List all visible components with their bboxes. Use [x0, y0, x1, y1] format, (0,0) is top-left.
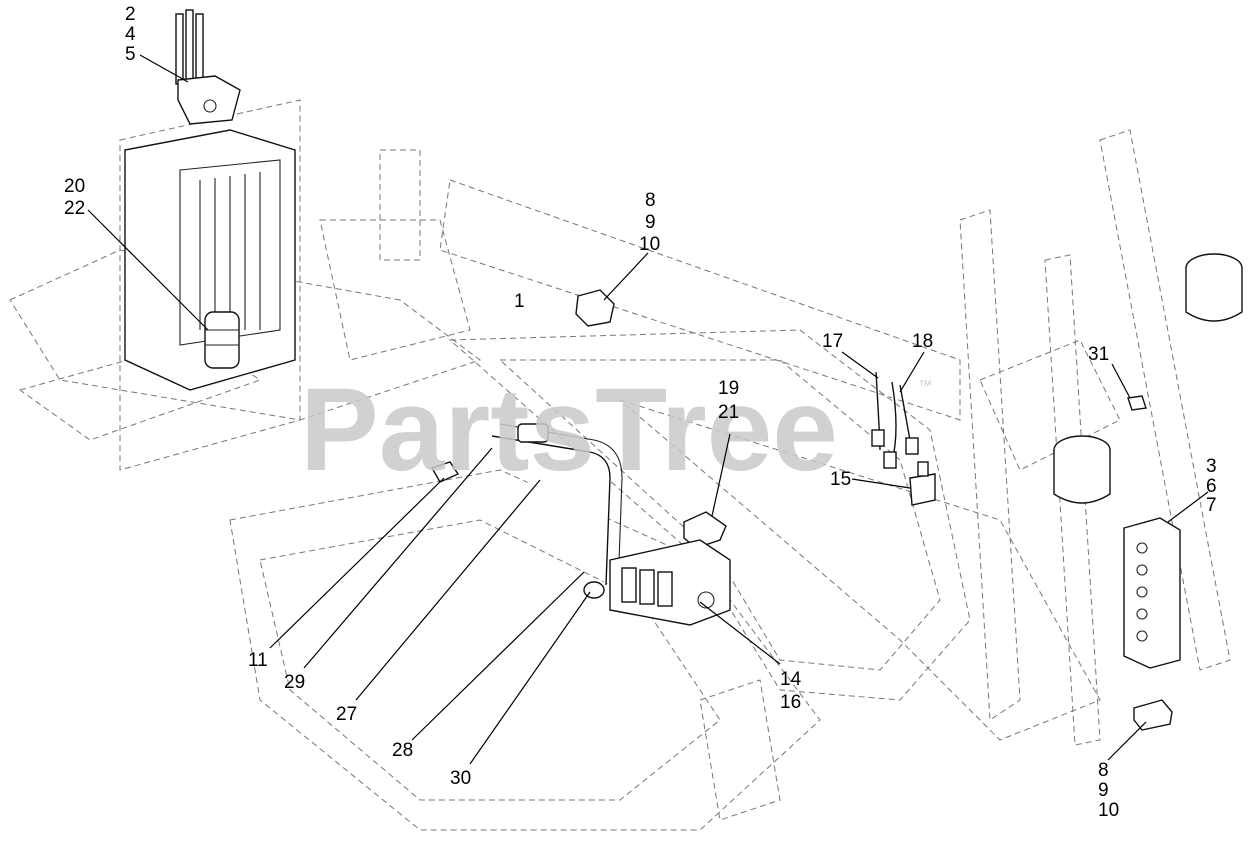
callout-28: 28	[392, 740, 413, 761]
callout-17: 17	[822, 331, 843, 352]
callout-15: 15	[830, 469, 851, 490]
callout-30: 30	[450, 768, 471, 789]
callout-number: 18	[912, 331, 933, 352]
callout-number: 6	[1206, 476, 1217, 497]
callout-number: 7	[1206, 495, 1217, 516]
callout-number: 20	[64, 176, 85, 197]
callout-number: 3	[1206, 456, 1217, 477]
callout-number: 2	[125, 4, 136, 25]
callout-number: 10	[639, 234, 660, 255]
callout-number: 27	[336, 704, 357, 725]
callout-31: 31	[1088, 344, 1109, 365]
callout-20-22: 20 22	[64, 176, 85, 219]
hose-pair	[871, 371, 919, 469]
callout-number: 8	[1098, 760, 1109, 781]
filter-canister	[204, 311, 240, 369]
callout-number: 17	[822, 331, 843, 352]
callout-number: 9	[645, 212, 656, 233]
check-valve	[909, 461, 936, 506]
bracket-bottom	[1133, 699, 1173, 731]
callout-11: 11	[248, 650, 268, 671]
callout-8-9-10-bottom: 8 9 10	[1098, 760, 1119, 821]
callout-number: 15	[830, 469, 851, 490]
callout-2-4-5: 2 4 5	[125, 4, 136, 65]
callout-number: 16	[780, 692, 801, 713]
callout-18: 18	[912, 331, 933, 352]
plate-31	[1127, 395, 1147, 411]
callout-27: 27	[336, 704, 357, 725]
callout-number: 31	[1088, 344, 1109, 365]
hydraulic-motor-right	[1185, 253, 1243, 322]
hydraulic-motor-center	[1053, 435, 1111, 504]
watermark-text: PartsTree	[300, 364, 838, 496]
callout-number: 19	[718, 378, 739, 399]
callout-14-16: 14 16	[780, 669, 802, 713]
callout-number: 10	[1098, 800, 1119, 821]
callout-number: 28	[392, 740, 413, 761]
callout-number: 4	[125, 24, 136, 45]
hydraulic-pipe	[491, 423, 623, 599]
clamp-center	[683, 511, 727, 549]
clamp-left	[430, 461, 460, 483]
manifold-block	[1123, 517, 1181, 669]
callout-19-21: 19 21	[718, 378, 739, 423]
valve-bank	[609, 539, 731, 626]
callout-number: 22	[64, 198, 85, 219]
callout-number: 9	[1098, 780, 1109, 801]
watermark-trademark: ™	[918, 377, 932, 393]
callout-1: 1	[514, 291, 525, 312]
callout-number: 11	[248, 650, 268, 671]
callout-29: 29	[284, 672, 305, 693]
radiator-block	[124, 129, 296, 391]
callout-number: 8	[645, 190, 656, 211]
callout-number: 30	[450, 768, 471, 789]
callout-number: 5	[125, 44, 136, 65]
callout-number: 29	[284, 672, 305, 693]
control-lever-assembly	[175, 9, 241, 125]
callout-3-6-7: 3 6 7	[1206, 456, 1217, 516]
watermark: PartsTree ™	[300, 364, 932, 496]
callout-number: 1	[514, 291, 525, 312]
leader-lines	[87, 54, 1209, 765]
callout-number: 14	[780, 669, 802, 690]
callout-number: 21	[718, 402, 739, 423]
callout-8-9-10-top: 8 9 10	[639, 190, 660, 255]
